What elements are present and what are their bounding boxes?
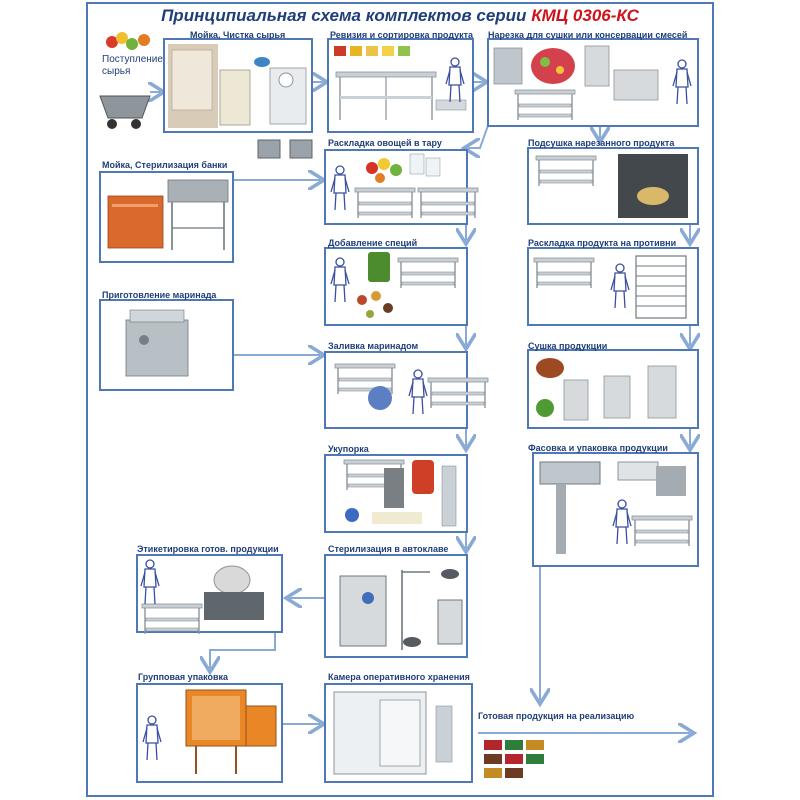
label-washing-raw: Мойка, Чистка сырья [190,30,286,40]
veg-layout-image [354,153,479,219]
sterilization-image [339,569,463,650]
label-labeling: Этикетировка готов. продукции [137,544,279,554]
label-marinade-prep: Приготовление маринада [102,290,217,300]
label-capping: Укупорка [328,444,369,454]
label-cutting: Нарезка для сушки или консервации смесей [488,30,688,40]
label-group-pack: Групповая упаковка [138,672,229,682]
label-packing: Фасовка и упаковка продукции [528,443,668,453]
finished-goods-image [484,740,544,778]
tray-layout-image [533,255,687,319]
group-pack-image [185,689,277,774]
label-finished: Готовая продукция на реализацию [478,711,635,721]
label-veg-layout: Раскладка овощей в тару [328,138,442,148]
label-storage: Камера оперативного хранения [328,672,470,682]
packing-image [539,461,693,554]
arrow-label-to-group [210,632,276,668]
label-jar-wash: Мойка, Стерилизация банки [102,160,228,170]
label-sterilization: Стерилизация в автоклаве [328,544,449,554]
product-drying-image [536,358,677,421]
outer-frame [86,2,714,797]
title-accent: КМЦ 0306-КС [531,6,639,25]
revision-image [334,46,467,120]
label-revision: Ревизия и сортировка продукта [330,30,474,40]
diagram-title: Принципиальная схема комплектов серии КМ… [0,6,800,26]
washing-machines-image [168,44,307,128]
marinade-prep-image [125,309,189,377]
label-drying-cut: Подсушка нарезанного продукта [528,138,675,148]
jar-wash-image [107,179,229,250]
title-main: Принципиальная схема комплектов серии [161,6,527,25]
drying-cut-image [535,154,688,218]
entry-line2: сырья [102,66,131,77]
entry-label: Поступление сырья [102,54,163,78]
capping-image [343,459,457,527]
label-tray-layout: Раскладка продукта на противни [528,238,677,248]
storage-image [333,691,453,775]
box-veg-layout [324,149,468,225]
label-marinade-fill: Заливка маринадом [328,341,419,351]
marinade-fill-image [334,363,489,410]
cutting-image [493,45,659,121]
label-product-drying: Сушка продукции [528,341,608,351]
label-spices: Добавление специй [328,238,418,248]
carts-image [257,139,313,159]
entry-line1: Поступление [102,54,163,65]
arrow-cutting-to-veg [468,119,491,148]
spices-image [357,252,459,318]
flow-arrows [150,82,690,733]
labeling-image [141,565,264,635]
raw-input-image [99,32,151,129]
